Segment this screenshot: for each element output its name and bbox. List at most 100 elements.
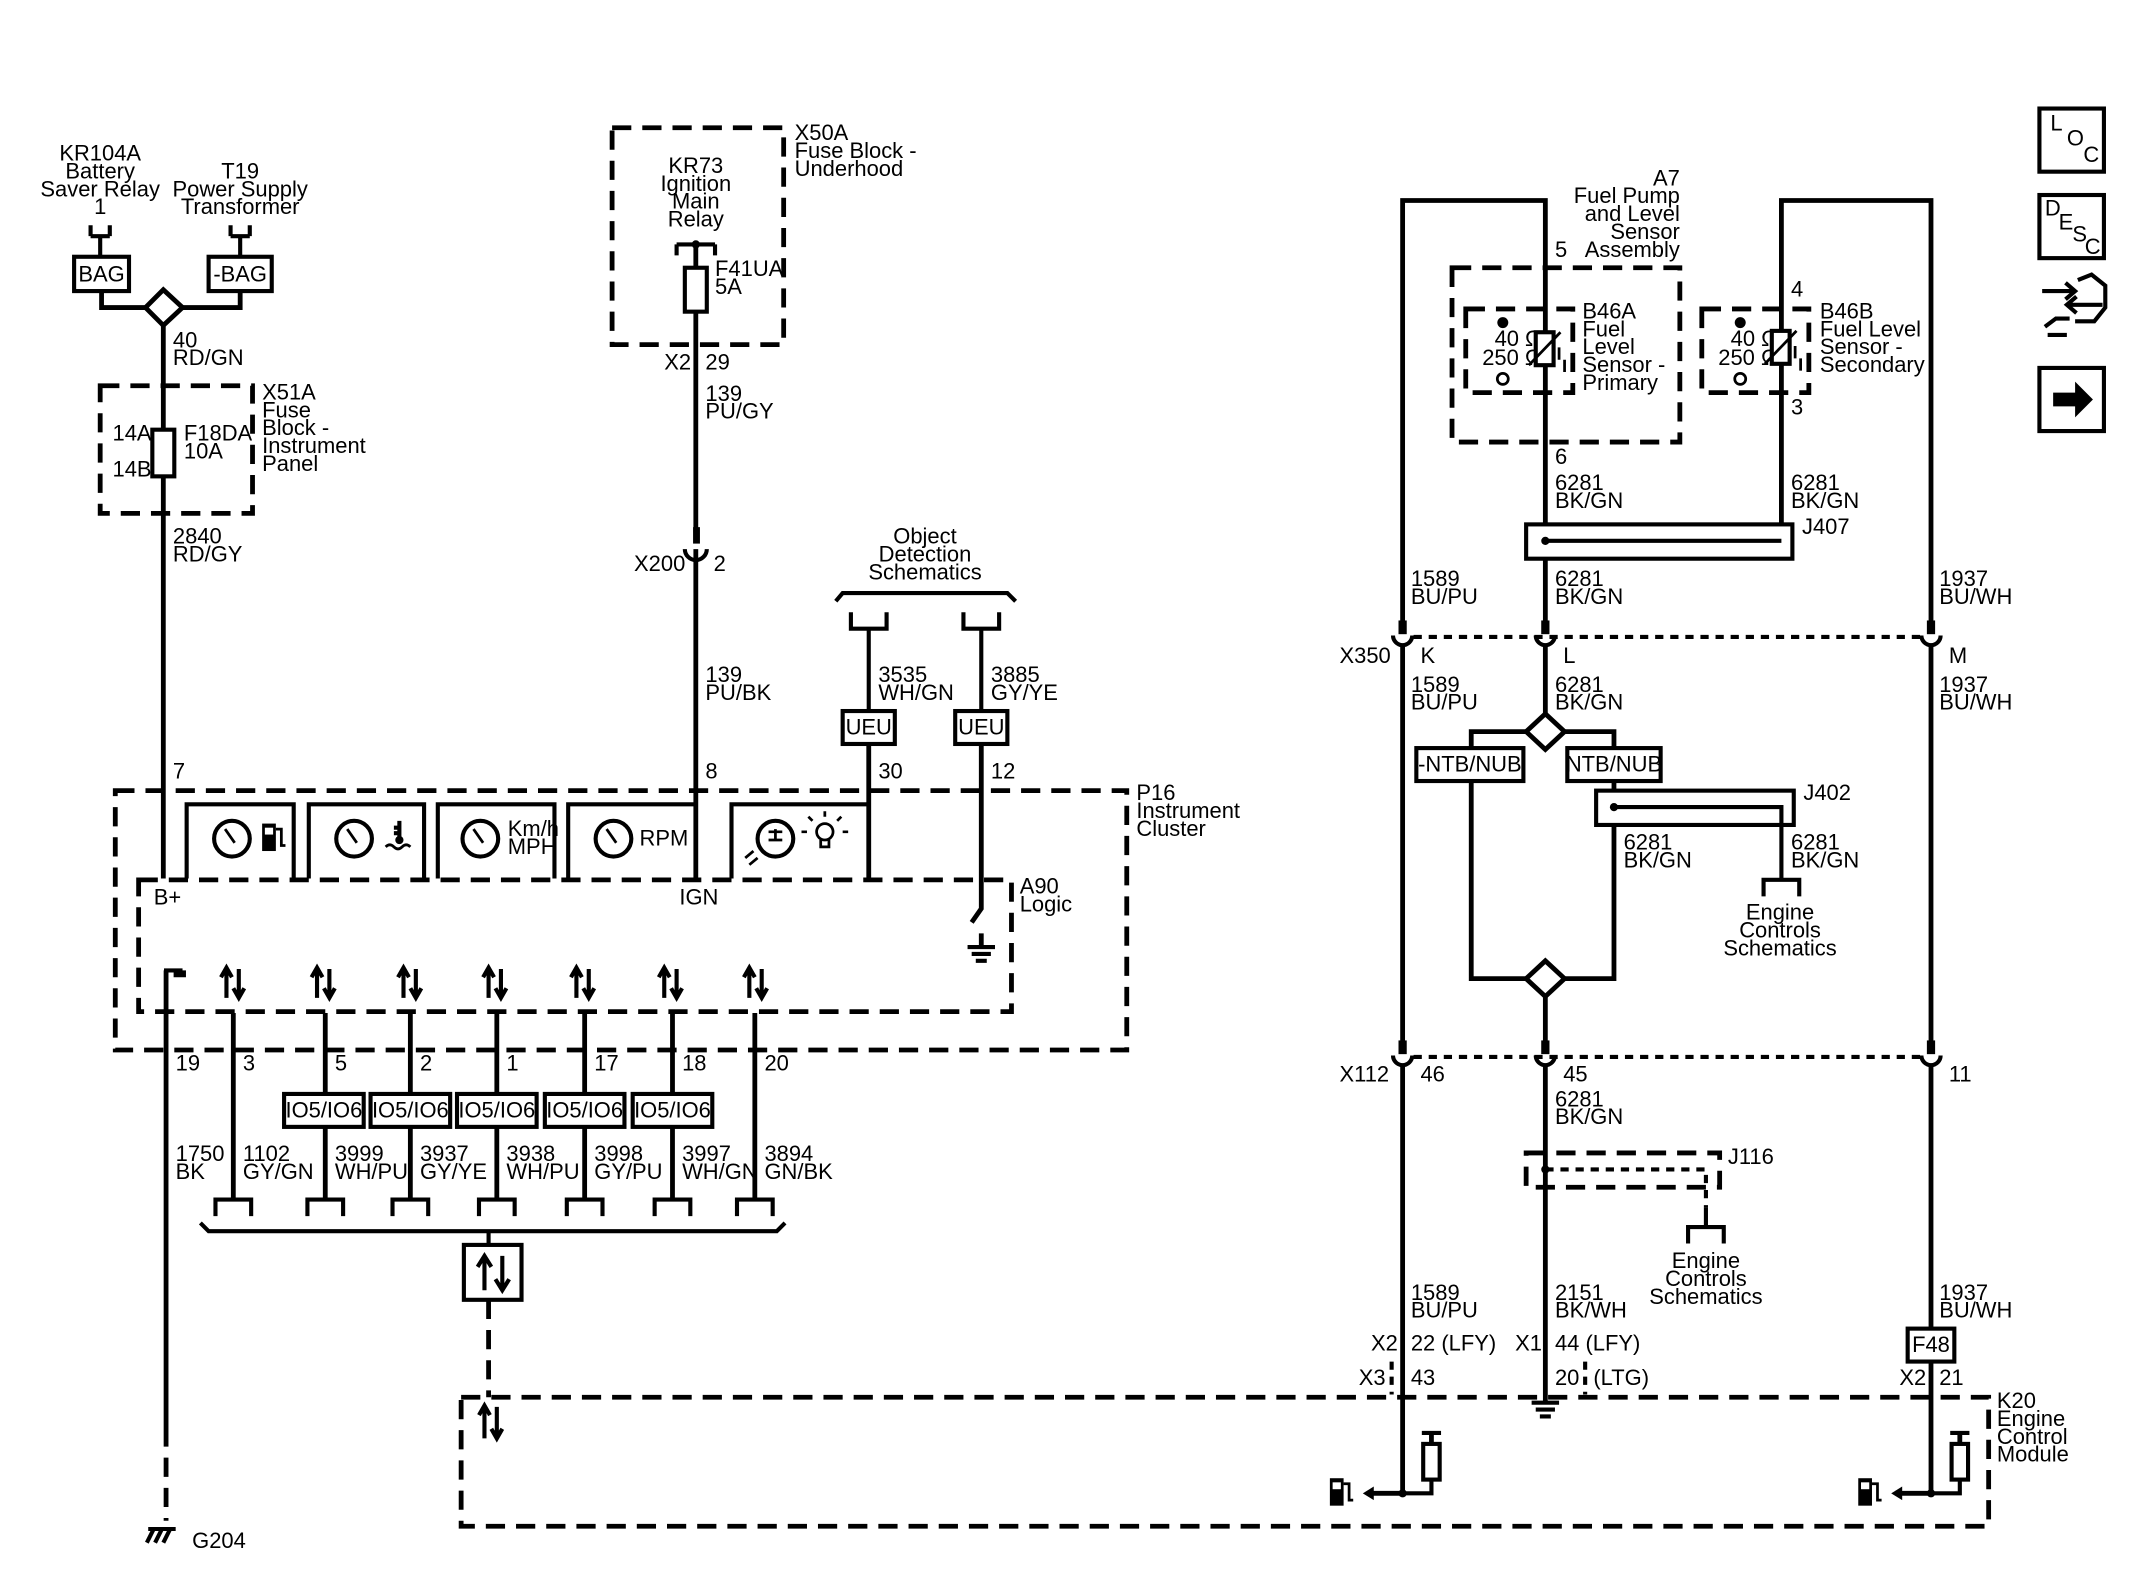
svg-text:GY/YE: GY/YE [420, 1159, 487, 1184]
b46a-label: B46A Fuel Level Sensor - Primary [1582, 299, 1665, 395]
f48-label: F48 [1912, 1332, 1950, 1357]
x350-label: X350 [1339, 643, 1390, 668]
p16-pin-7: 7 [173, 758, 185, 783]
wire-40-color: RD/GN [173, 345, 244, 370]
wire-6281-color-c: BK/GN [1555, 584, 1623, 609]
x50a-label: X50A Fuse Block - Underhood [795, 120, 917, 181]
kr104a-relay: KR104A Battery Saver Relay 1 [40, 141, 160, 220]
wire-6281-circuit-d: 6281 [1555, 672, 1604, 697]
svg-text:B46A: B46A [1582, 299, 1636, 324]
svg-text:Power Supply: Power Supply [172, 176, 307, 201]
k20-ground-symbol [1531, 1400, 1560, 1419]
wire-6281-circuit-a: 6281 [1555, 470, 1604, 495]
wire-6281-color-f: BK/GN [1791, 847, 1859, 872]
a7-assembly [1449, 265, 1683, 445]
svg-text:IO5/IO6: IO5/IO6 [546, 1097, 623, 1122]
x51a-pin-14b: 14B [113, 456, 152, 481]
k20-data-arrows [477, 1401, 505, 1443]
ntb-nub-box [1565, 746, 1663, 784]
svg-text:21: 21 [1939, 1365, 1963, 1390]
wire-139pubk-color: PU/BK [705, 680, 771, 705]
wire-6281-color-d: BK/GN [1555, 690, 1623, 715]
a90-logic [136, 877, 1014, 1014]
fuel-gauge-needle [223, 828, 236, 844]
svg-text:Secondary: Secondary [1820, 352, 1925, 377]
svg-text:L: L [2050, 111, 2062, 136]
svg-text:(LTG): (LTG) [1593, 1365, 1649, 1390]
speed-gauge-dial [460, 818, 501, 859]
svg-text:T19: T19 [221, 159, 259, 184]
data-bus-arrows [475, 1252, 511, 1295]
wire-139pubk-circuit: 139 [705, 662, 742, 687]
x200-male-pin [693, 527, 700, 544]
svg-text:Ignition: Ignition [660, 171, 731, 196]
splice-diamond-bottom [1522, 957, 1569, 1000]
svg-text:Schematics: Schematics [1723, 935, 1836, 960]
x200-pin-2: 2 [714, 551, 726, 576]
t19-connector [228, 225, 252, 256]
svg-text:WH/PU: WH/PU [335, 1159, 408, 1184]
desc-button[interactable]: D E S C [2037, 192, 2106, 261]
svg-text:GN/BK: GN/BK [764, 1159, 833, 1184]
warning-lamp-block [729, 802, 869, 879]
f18da-rating: 10A [184, 439, 223, 464]
wire-6281-circuit-g: 6281 [1555, 1086, 1604, 1111]
svg-text:250 Ω: 250 Ω [1482, 345, 1541, 370]
x51a-label: X51A Fuse Block - Instrument Panel [262, 379, 366, 475]
svg-text:Control: Control [1997, 1424, 2068, 1449]
svg-text:X2: X2 [1371, 1331, 1398, 1356]
kr73-label: KR73 Ignition Main Relay [660, 153, 731, 232]
svg-text:X2: X2 [1899, 1365, 1926, 1390]
logic-ground-symbol [967, 945, 996, 963]
neg-ntb-nub-label: -NTB/NUB [1418, 751, 1522, 776]
ueu-b-connector [961, 612, 1002, 712]
svg-text:Schematics: Schematics [1649, 1284, 1762, 1309]
a7-pin-4: 4 [1791, 277, 1803, 302]
svg-text:1: 1 [94, 194, 106, 219]
kr104a-connector [88, 225, 112, 256]
svg-text:40 Ω: 40 Ω [1731, 326, 1778, 351]
wire-139-color: PU/GY [705, 399, 774, 424]
b46b-label: B46B Fuel Level Sensor - Secondary [1820, 299, 1925, 378]
svg-text:K20: K20 [1997, 1388, 2036, 1413]
data-bus-box [461, 1242, 524, 1302]
svg-text:WH/GN: WH/GN [682, 1159, 758, 1184]
svg-text:S: S [2072, 222, 2087, 247]
fuel-pump-icon-a [1329, 1478, 1354, 1506]
svg-text:2: 2 [420, 1051, 432, 1076]
neg-bag-label: -BAG [213, 261, 267, 286]
svg-text:C: C [2083, 142, 2099, 167]
svg-text:Controls: Controls [1665, 1266, 1747, 1291]
svg-text:1102: 1102 [243, 1141, 290, 1166]
wire-2151-color: BK/WH [1555, 1298, 1627, 1323]
x200-label: X200 [634, 551, 685, 576]
svg-text:KR104A: KR104A [59, 141, 141, 166]
component-views-icon[interactable] [2042, 272, 2108, 338]
p16-label: P16 Instrument Cluster [1136, 780, 1240, 841]
svg-text:X1: X1 [1515, 1331, 1542, 1356]
svg-text:B46B: B46B [1820, 299, 1874, 324]
j407-dot [1541, 536, 1550, 545]
svg-text:Panel: Panel [262, 451, 318, 476]
led-emission-arrows [744, 849, 759, 866]
svg-text:Detection: Detection [879, 541, 972, 566]
wire-2840-color: RD/GY [173, 541, 243, 566]
temp-gauge-dial [334, 818, 374, 859]
lamp-bulb-icon [801, 811, 849, 849]
ntb-split-wires [1468, 729, 1617, 749]
loc-button[interactable]: L O C [2037, 106, 2106, 174]
svg-text:Primary: Primary [1582, 370, 1658, 395]
svg-text:GY/PU: GY/PU [594, 1159, 662, 1184]
rpm-gauge-dial [593, 818, 634, 859]
svg-text:44 (LFY): 44 (LFY) [1555, 1331, 1640, 1356]
x112-terminals [1390, 1040, 1943, 1068]
svg-text:3997: 3997 [682, 1141, 731, 1166]
svg-text:IO5/IO6: IO5/IO6 [285, 1097, 362, 1122]
wire-6281-color-b: BK/GN [1791, 488, 1859, 513]
x112-pin-11: 11 [1949, 1062, 1972, 1087]
next-page-button[interactable] [2037, 365, 2106, 434]
x350-pin-l: L [1563, 643, 1575, 668]
k20-connector-labels: X2 22 (LFY) X1 44 (LFY) X3 43 20 (LTG) X… [1359, 1331, 1964, 1390]
bottom-wire-labels: 1750 BK 1102 GY/GN 3999 WH/PU 3937 GY/YE… [176, 1141, 833, 1184]
b46a-variable-arrow [1527, 331, 1566, 373]
